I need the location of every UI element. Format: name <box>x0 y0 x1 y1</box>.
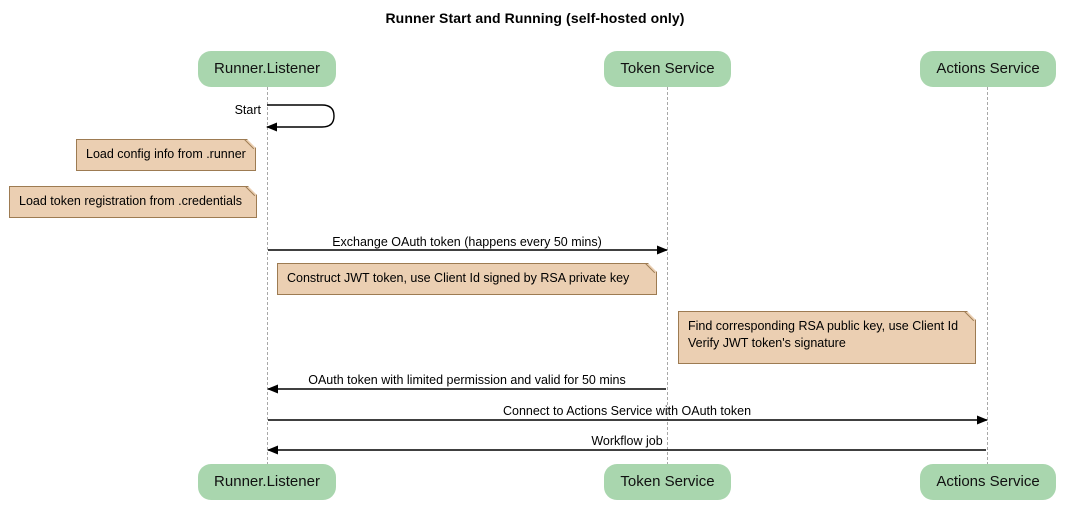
participant-actions-top[interactable]: Actions Service <box>920 51 1056 87</box>
arrow-start-self <box>266 104 335 132</box>
note-fold-line-icon <box>244 186 257 199</box>
lifeline-token <box>667 87 668 465</box>
lifeline-runner <box>267 87 268 465</box>
message-label-connect-actions-service: Connect to Actions Service with OAuth to… <box>502 404 752 418</box>
note-line: Load token registration from .credential… <box>19 194 243 208</box>
note-line: Verify JWT token's signature <box>688 336 846 350</box>
message-label-start: Start <box>234 103 261 117</box>
message-label-exchange-oauth-token: Exchange OAuth token (happens every 50 m… <box>332 235 602 249</box>
note-line: Load config info from .runner <box>86 147 246 161</box>
note-fold-line-icon <box>963 311 976 324</box>
participant-runner-top[interactable]: Runner.Listener <box>198 51 336 87</box>
note-construct-jwt-token: Construct JWT token, use Client Id signe… <box>277 263 657 295</box>
participant-token-top[interactable]: Token Service <box>604 51 731 87</box>
participant-token-bottom[interactable]: Token Service <box>604 464 731 500</box>
note-fold-line-icon <box>644 263 657 276</box>
message-label-oauth-token-response: OAuth token with limited permission and … <box>308 373 626 387</box>
note-verify-jwt-signature: Find corresponding RSA public key, use C… <box>678 311 976 364</box>
lifeline-actions <box>987 87 988 465</box>
page-title: Runner Start and Running (self-hosted on… <box>385 10 685 26</box>
message-label-workflow-job: Workflow job <box>591 434 663 448</box>
participant-actions-bottom[interactable]: Actions Service <box>920 464 1056 500</box>
note-line: Construct JWT token, use Client Id signe… <box>287 271 630 285</box>
participant-runner-bottom[interactable]: Runner.Listener <box>198 464 336 500</box>
note-fold-line-icon <box>243 139 256 152</box>
note-load-config: Load config info from .runner <box>76 139 256 171</box>
note-line: Find corresponding RSA public key, use C… <box>688 319 959 333</box>
note-load-token-registration: Load token registration from .credential… <box>9 186 257 218</box>
